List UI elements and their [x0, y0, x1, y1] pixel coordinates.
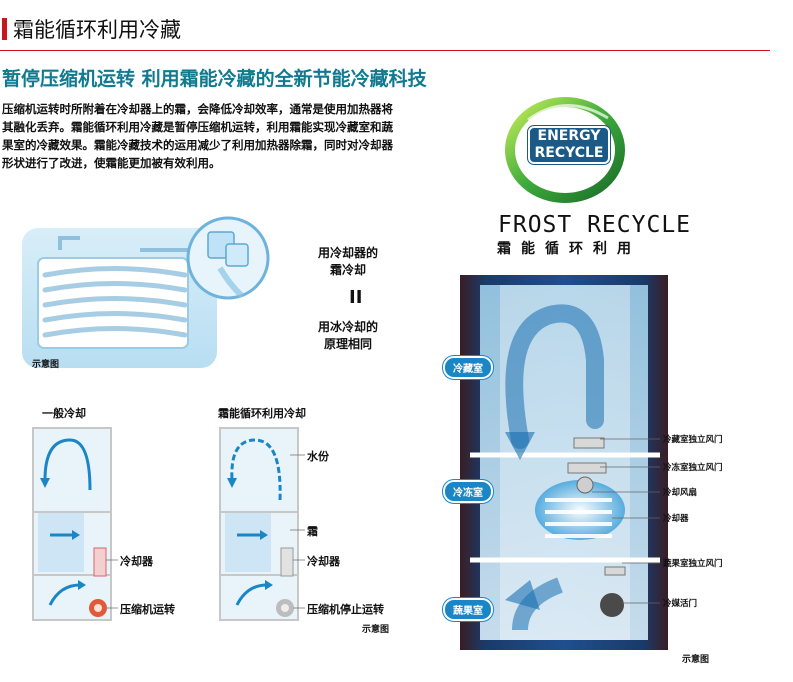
- header-divider: [0, 50, 770, 51]
- headline: 暂停压缩机运转 利用霜能冷藏的全新节能冷藏科技: [2, 68, 427, 90]
- diagram-frost-title: 霜能循环利用冷却: [218, 407, 306, 420]
- diagram-frost-water: 水份: [307, 450, 329, 463]
- frost-recycle-subtitle: 霜能循环利用: [497, 241, 641, 257]
- label-refrigerant-valve: 冷媒活门: [663, 599, 698, 609]
- diagram-normal-cooler: 冷却器: [120, 555, 153, 568]
- compartment-vegetable: 蔬果室: [443, 598, 493, 621]
- label-cooler: 冷却器: [663, 514, 689, 524]
- schematic-label-diagrams: 示意图: [362, 625, 390, 635]
- energy-recycle-logo: [505, 97, 625, 203]
- label-cooling-fan: 冷却风扇: [663, 488, 698, 498]
- logo-line2: RECYCLE: [534, 145, 604, 161]
- label-freezer-damper: 冷冻室独立风门: [663, 463, 723, 473]
- refrigerator-illustration: [460, 275, 668, 650]
- intro-paragraph: 压缩机运转时所附着在冷却器上的霜，会降低冷却效率，通常是使用加热器将其融化丢弃。…: [2, 102, 393, 170]
- compartment-fridge: 冷藏室: [443, 356, 493, 379]
- schematic-label-fridge: 示意图: [682, 655, 710, 665]
- compartment-freezer: 冷冻室: [443, 480, 493, 503]
- frost-recycle-title: FROST RECYCLE: [498, 212, 692, 238]
- principle-frost-cooling: 用冷却器的 霜冷却: [318, 246, 379, 277]
- diagram-normal-compressor: 压缩机运转: [120, 603, 175, 616]
- diagram-frost-cooling: [219, 427, 305, 621]
- label-vegetable-damper: 蔬果室独立风门: [663, 559, 723, 569]
- cooler-coil-illustration: [22, 216, 270, 368]
- page-title: 霜能循环利用冷藏: [13, 18, 181, 42]
- principle-ice-cooling: 用冰冷却的 原理相同: [318, 320, 379, 351]
- diagram-frost-frost: 霜: [307, 525, 318, 538]
- diagram-normal-title: 一般冷却: [42, 407, 86, 420]
- diagram-frost-cooler: 冷却器: [307, 555, 340, 568]
- schematic-label-coil: 示意图: [32, 360, 60, 370]
- label-fridge-damper: 冷藏室独立风门: [663, 435, 723, 445]
- principle-equals: II: [349, 287, 363, 308]
- diagram-frost-compressor: 压缩机停止运转: [307, 603, 384, 616]
- header-accent-bar: [2, 18, 7, 40]
- logo-badge: ENERGY RECYCLE: [528, 126, 610, 164]
- logo-line1: ENERGY: [537, 128, 601, 144]
- diagram-normal-cooling: [32, 427, 118, 621]
